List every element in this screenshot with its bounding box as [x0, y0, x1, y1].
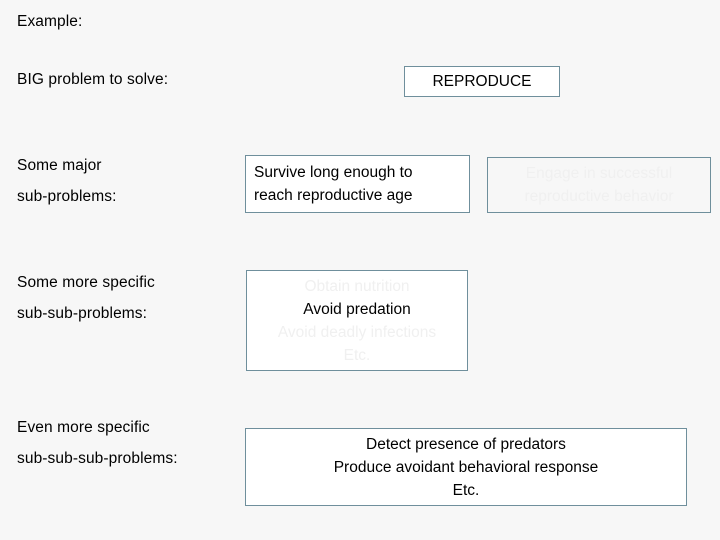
box-line: Produce avoidant behavioral response	[333, 458, 599, 476]
box-line: reproductive behavior	[524, 188, 674, 205]
box-line: Engage in successful	[525, 165, 673, 182]
box-line: Avoid predation	[303, 300, 411, 318]
label-example: Example:	[17, 13, 83, 30]
box-line: Etc.	[452, 481, 480, 499]
box-line: Obtain nutrition	[304, 277, 410, 295]
box-line: Survive long enough to	[254, 164, 413, 181]
label-even-more-specific-subproblems: Even more specific sub-sub-sub-problems:	[17, 419, 178, 467]
label-major-subproblems: Some major sub-problems:	[17, 157, 117, 205]
label-big-problem: BIG problem to solve:	[17, 71, 169, 88]
box-engage-reproductive-behavior: Engage in successful reproductive behavio…	[487, 157, 711, 213]
box-line: reach reproductive age	[254, 187, 413, 204]
box-line: Detect presence of predators	[366, 435, 566, 453]
box-line: Avoid deadly infections	[277, 323, 437, 341]
box-reproduce: REPRODUCE	[404, 66, 560, 97]
label-more-specific-subproblems: Some more specific sub-sub-problems:	[17, 274, 155, 322]
box-line: Etc.	[343, 346, 371, 364]
box-survive-to-reproductive-age: Survive long enough to reach reproductive…	[245, 155, 470, 213]
box-line: REPRODUCE	[432, 73, 532, 90]
